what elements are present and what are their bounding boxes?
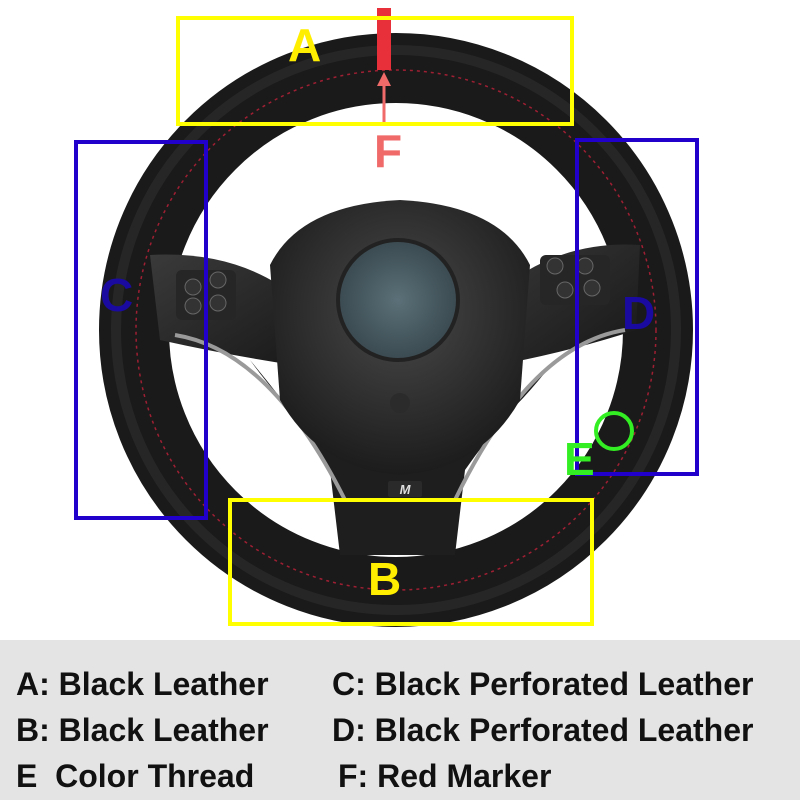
legend-f: F: Red Marker <box>338 758 552 794</box>
m-badge-text: M <box>400 482 412 497</box>
zone-d-box <box>575 138 699 476</box>
zone-b-box <box>228 498 594 626</box>
center-logo <box>338 240 458 360</box>
zone-a-letter: A <box>288 19 322 71</box>
airbag-emblem <box>390 393 410 413</box>
red-marker-band <box>377 8 391 70</box>
zone-b-letter: B <box>368 553 402 605</box>
zone-c-letter: C <box>100 269 134 321</box>
legend-c: C: Black Perforated Leather <box>332 666 754 702</box>
legend-e: E Color Thread <box>16 758 255 794</box>
rim-highlight <box>111 45 681 615</box>
bottom-spoke <box>250 360 555 555</box>
zone-f-letter: F <box>374 125 403 177</box>
zone-e-letter: E <box>564 433 595 485</box>
wheel-rim <box>99 33 693 627</box>
spoke-trim-right <box>453 328 626 501</box>
m-badge <box>388 481 422 497</box>
zone-c-box <box>74 140 208 520</box>
legend-b: B: Black Leather <box>16 712 269 748</box>
thread-indicator-circle <box>594 411 634 451</box>
legend-d: D: Black Perforated Leather <box>332 712 754 748</box>
rim-stitching <box>135 69 657 591</box>
steering-wheel-photo: M A B C D E F <box>74 8 699 627</box>
zone-d-letter: D <box>622 287 656 339</box>
legend-a: A: Black Leather <box>16 666 269 702</box>
spoke-trim-left <box>174 333 347 501</box>
legend-panel: A: Black Leather B: Black Leather E Colo… <box>0 640 800 800</box>
steering-wheel-illustration: M <box>99 8 693 627</box>
marker-arrow-head <box>377 72 391 86</box>
zone-a-box <box>176 16 574 126</box>
